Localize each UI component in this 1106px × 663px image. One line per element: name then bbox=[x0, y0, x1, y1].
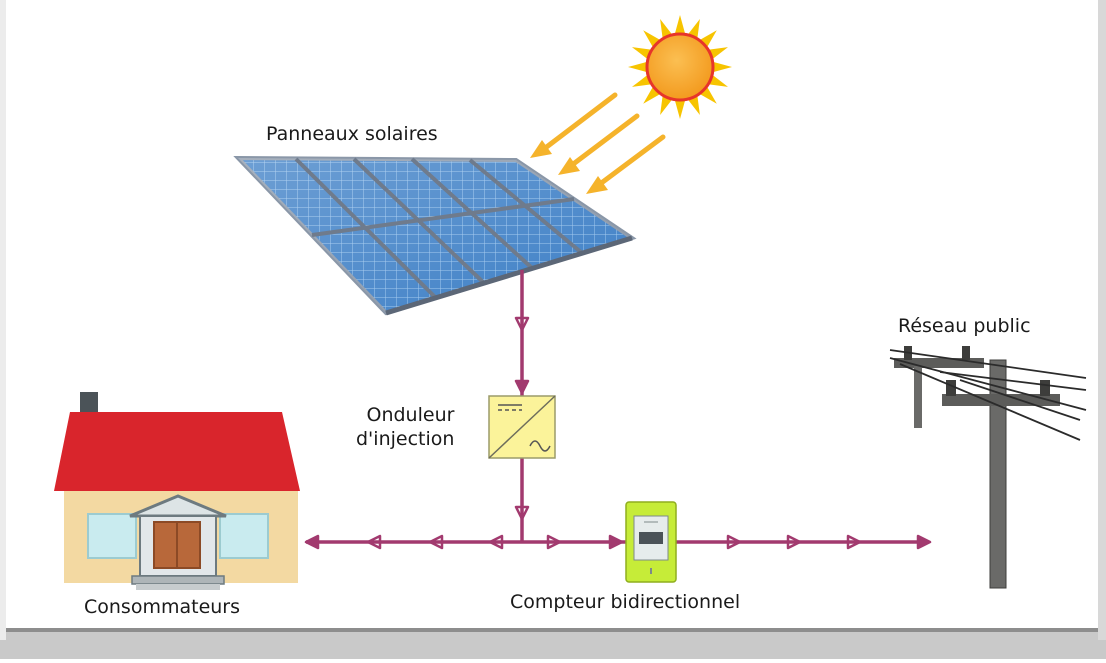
sun-ray bbox=[687, 95, 700, 115]
sun-ray bbox=[708, 47, 728, 60]
sun-ray bbox=[674, 15, 686, 35]
solar-panel-icon bbox=[233, 155, 637, 316]
inverter-label-line2: d'injection bbox=[356, 428, 455, 450]
sun-ray bbox=[708, 74, 728, 87]
utility-pole-icon bbox=[889, 346, 1087, 589]
sunlight-arrows bbox=[530, 92, 666, 194]
consumers-label: Consommateurs bbox=[84, 596, 241, 618]
panels-label: Panneaux solaires bbox=[266, 123, 438, 145]
meter-icon bbox=[625, 501, 677, 583]
sun-ray bbox=[687, 19, 700, 39]
sun-ray bbox=[632, 74, 652, 87]
inverter-label-line1: Onduleur bbox=[366, 404, 455, 426]
grid-label: Réseau public bbox=[898, 315, 1031, 337]
sun-ray bbox=[660, 95, 673, 115]
sun-ray bbox=[632, 47, 652, 60]
sun-icon bbox=[628, 15, 732, 119]
sun-ray bbox=[628, 61, 648, 73]
wiring bbox=[306, 270, 927, 544]
house-icon bbox=[54, 392, 300, 590]
flow-arrows bbox=[304, 316, 932, 550]
inverter-label: Onduleur d'injection bbox=[356, 403, 454, 451]
meter-label: Compteur bidirectionnel bbox=[510, 591, 741, 613]
sun-ray bbox=[712, 61, 732, 73]
sun-ray bbox=[660, 19, 673, 39]
sun-ray bbox=[674, 99, 686, 119]
inverter-icon bbox=[488, 395, 556, 459]
